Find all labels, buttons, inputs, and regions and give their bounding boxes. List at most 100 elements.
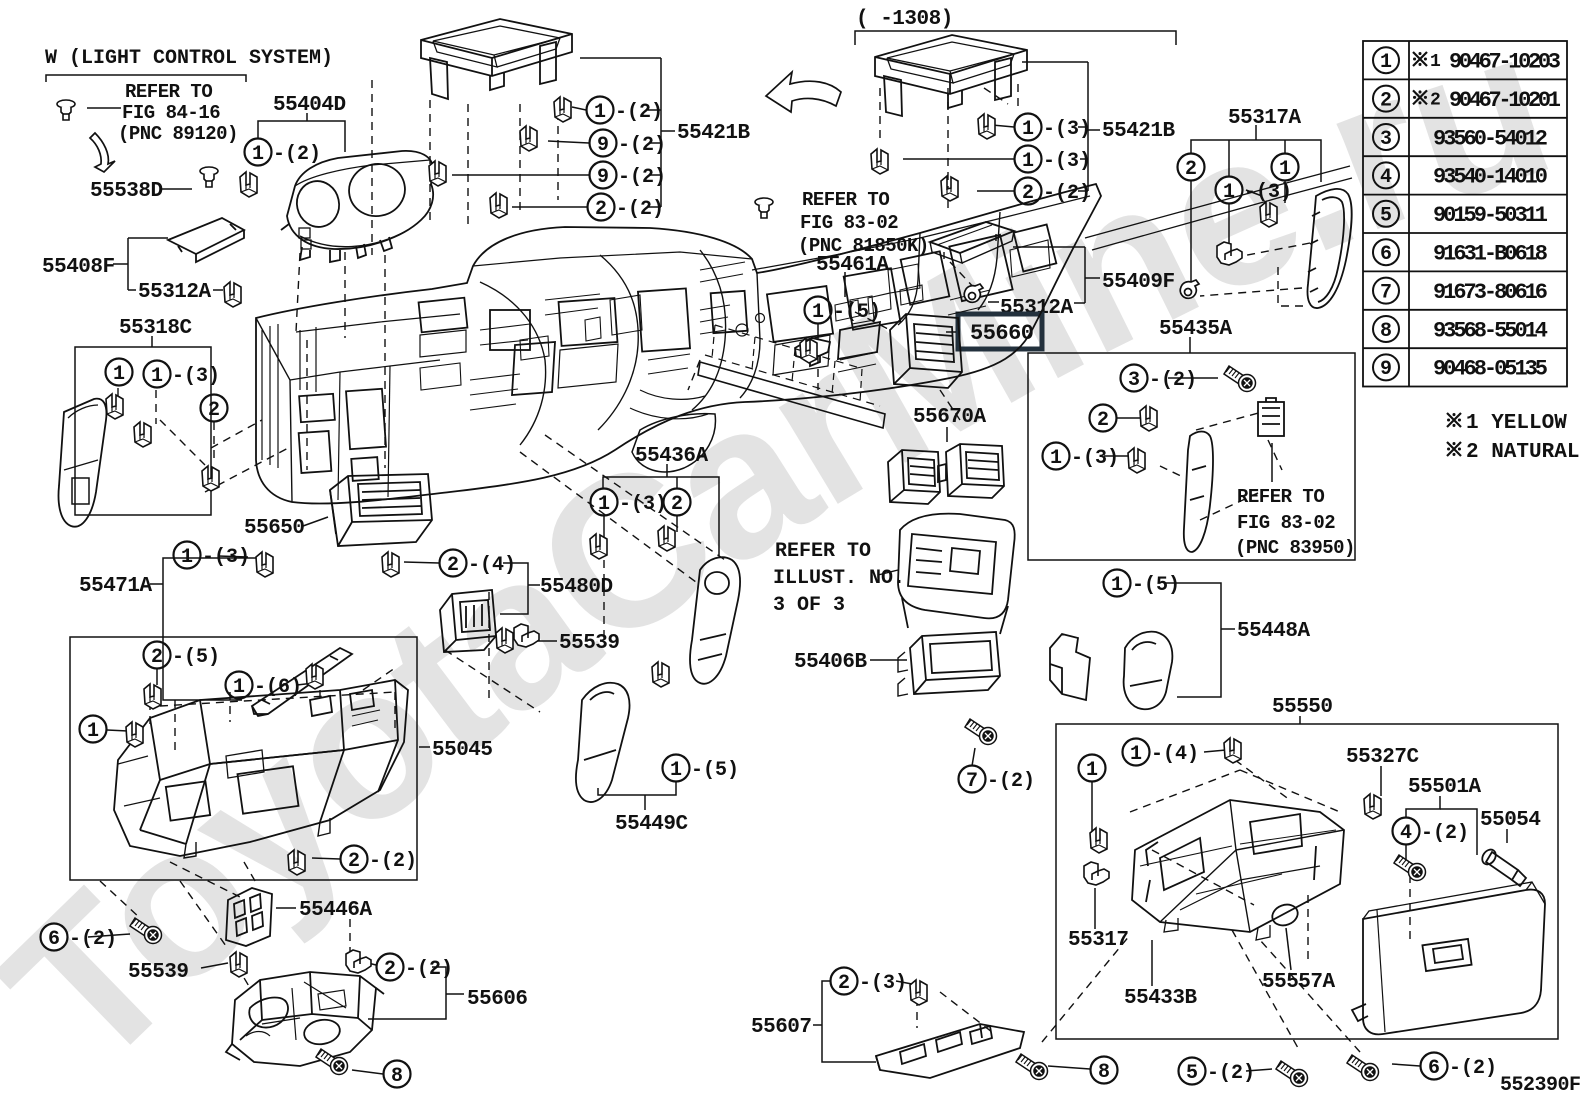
svg-text:1: 1 bbox=[598, 493, 610, 516]
svg-text:55449C: 55449C bbox=[615, 813, 689, 836]
svg-text:1: 1 bbox=[1022, 118, 1034, 141]
svg-text:-(2): -(2) bbox=[1207, 1062, 1255, 1085]
svg-text:-(2): -(2) bbox=[1149, 369, 1197, 392]
svg-text:55480D: 55480D bbox=[540, 576, 613, 599]
svg-text:4: 4 bbox=[1380, 166, 1392, 189]
svg-text:( -1308): ( -1308) bbox=[856, 8, 953, 31]
svg-text:2: 2 bbox=[348, 850, 360, 873]
svg-text:55421B: 55421B bbox=[677, 122, 751, 145]
svg-text:ILLUST. NO.: ILLUST. NO. bbox=[773, 567, 905, 590]
svg-text:9: 9 bbox=[1380, 358, 1392, 381]
svg-text:-(2): -(2) bbox=[616, 198, 664, 221]
svg-text:91673-80616: 91673-80616 bbox=[1433, 280, 1548, 305]
svg-text:55312A: 55312A bbox=[1000, 297, 1074, 320]
svg-text:-(2): -(2) bbox=[987, 770, 1035, 793]
svg-text:1: 1 bbox=[1130, 743, 1142, 766]
svg-text:3 OF 3: 3 OF 3 bbox=[773, 594, 845, 617]
svg-text:-(2): -(2) bbox=[618, 134, 666, 157]
svg-text:93540-14010: 93540-14010 bbox=[1433, 165, 1548, 190]
svg-text:2: 2 bbox=[447, 554, 459, 577]
svg-text:2: 2 bbox=[208, 399, 220, 422]
svg-text:1: 1 bbox=[1022, 150, 1034, 173]
svg-text:2: 2 bbox=[1097, 409, 1109, 432]
svg-text:55317A: 55317A bbox=[1228, 107, 1302, 130]
svg-text:1: 1 bbox=[113, 363, 125, 386]
svg-text:(PNC 81850K): (PNC 81850K) bbox=[798, 235, 929, 257]
svg-text:55045: 55045 bbox=[432, 739, 493, 762]
svg-text:-(4): -(4) bbox=[1151, 743, 1199, 766]
svg-text:55404D: 55404D bbox=[273, 94, 346, 117]
svg-text:2: 2 bbox=[384, 958, 396, 981]
svg-text:55607: 55607 bbox=[751, 1016, 812, 1039]
svg-text:-(2): -(2) bbox=[1449, 1057, 1497, 1080]
svg-text:1: 1 bbox=[1050, 447, 1062, 470]
svg-text:1: 1 bbox=[1223, 181, 1235, 204]
svg-text:55550: 55550 bbox=[1272, 696, 1333, 719]
svg-text:55433B: 55433B bbox=[1124, 987, 1198, 1010]
svg-text:FIG 83-02: FIG 83-02 bbox=[1237, 512, 1335, 534]
svg-text:55327C: 55327C bbox=[1346, 746, 1420, 769]
svg-text:9: 9 bbox=[597, 134, 609, 157]
svg-text:90467-10201: 90467-10201 bbox=[1449, 88, 1561, 113]
svg-text:(PNC 83950): (PNC 83950) bbox=[1235, 537, 1355, 559]
svg-text:FIG 84-16: FIG 84-16 bbox=[122, 102, 220, 124]
svg-text:7: 7 bbox=[966, 770, 978, 793]
svg-text:1 YELLOW: 1 YELLOW bbox=[1466, 412, 1567, 435]
svg-text:8: 8 bbox=[1098, 1061, 1110, 1084]
svg-text:2 NATURAL: 2 NATURAL bbox=[1466, 441, 1579, 464]
svg-text:REFER TO: REFER TO bbox=[125, 81, 212, 103]
svg-text:5: 5 bbox=[1380, 205, 1392, 228]
svg-text:552390F: 552390F bbox=[1500, 1074, 1581, 1097]
svg-text:55312A: 55312A bbox=[138, 281, 212, 304]
svg-text:55539: 55539 bbox=[128, 961, 189, 984]
svg-text:1: 1 bbox=[670, 759, 682, 782]
svg-text:2: 2 bbox=[1380, 89, 1392, 112]
svg-text:2: 2 bbox=[1430, 90, 1441, 110]
svg-text:55539: 55539 bbox=[559, 632, 620, 655]
svg-text:-(3): -(3) bbox=[1043, 150, 1091, 173]
svg-text:8: 8 bbox=[1380, 320, 1392, 343]
svg-text:-(5): -(5) bbox=[691, 759, 739, 782]
svg-text:55406B: 55406B bbox=[794, 651, 868, 674]
svg-text:-(3): -(3) bbox=[1043, 118, 1091, 141]
svg-text:FIG 83-02: FIG 83-02 bbox=[800, 212, 898, 234]
svg-text:2: 2 bbox=[1022, 182, 1034, 205]
svg-text:1: 1 bbox=[151, 365, 163, 388]
svg-text:55409F: 55409F bbox=[1102, 271, 1175, 294]
svg-text:W (LIGHT CONTROL SYSTEM): W (LIGHT CONTROL SYSTEM) bbox=[45, 47, 333, 70]
svg-text:6: 6 bbox=[48, 928, 60, 951]
svg-text:1: 1 bbox=[1279, 158, 1291, 181]
svg-text:55650: 55650 bbox=[244, 517, 305, 540]
svg-text:2: 2 bbox=[595, 198, 607, 221]
svg-text:2: 2 bbox=[151, 646, 163, 669]
svg-text:55557A: 55557A bbox=[1262, 971, 1336, 994]
svg-text:6: 6 bbox=[1380, 243, 1392, 266]
svg-text:55538D: 55538D bbox=[90, 180, 163, 203]
svg-text:-(4): -(4) bbox=[468, 554, 516, 577]
svg-text:90467-10203: 90467-10203 bbox=[1449, 50, 1561, 75]
svg-text:1: 1 bbox=[233, 676, 245, 699]
svg-text:1: 1 bbox=[812, 301, 824, 324]
svg-text:-(2): -(2) bbox=[1421, 822, 1469, 845]
svg-text:(PNC 89120): (PNC 89120) bbox=[118, 123, 238, 145]
svg-text:55471A: 55471A bbox=[79, 575, 153, 598]
svg-text:2: 2 bbox=[671, 493, 683, 516]
svg-text:-(2): -(2) bbox=[618, 166, 666, 189]
svg-text:1: 1 bbox=[1430, 52, 1441, 72]
svg-text:REFER TO: REFER TO bbox=[775, 540, 871, 563]
svg-text:90159-50311: 90159-50311 bbox=[1433, 203, 1548, 228]
svg-text:1: 1 bbox=[1086, 759, 1098, 782]
svg-text:1: 1 bbox=[87, 720, 99, 743]
svg-text:2: 2 bbox=[838, 972, 850, 995]
svg-text:-(2): -(2) bbox=[69, 928, 117, 951]
svg-text:2: 2 bbox=[1185, 158, 1197, 181]
svg-text:3: 3 bbox=[1128, 369, 1140, 392]
svg-text:55408F: 55408F bbox=[42, 256, 115, 279]
svg-text:-(3): -(3) bbox=[859, 972, 907, 995]
svg-text:55435A: 55435A bbox=[1159, 318, 1233, 341]
svg-text:93560-54012: 93560-54012 bbox=[1433, 126, 1548, 151]
svg-text:-(3): -(3) bbox=[172, 365, 220, 388]
svg-text:55054: 55054 bbox=[1480, 809, 1541, 832]
svg-text:4: 4 bbox=[1400, 822, 1412, 845]
svg-text:90468-05135: 90468-05135 bbox=[1433, 357, 1548, 382]
